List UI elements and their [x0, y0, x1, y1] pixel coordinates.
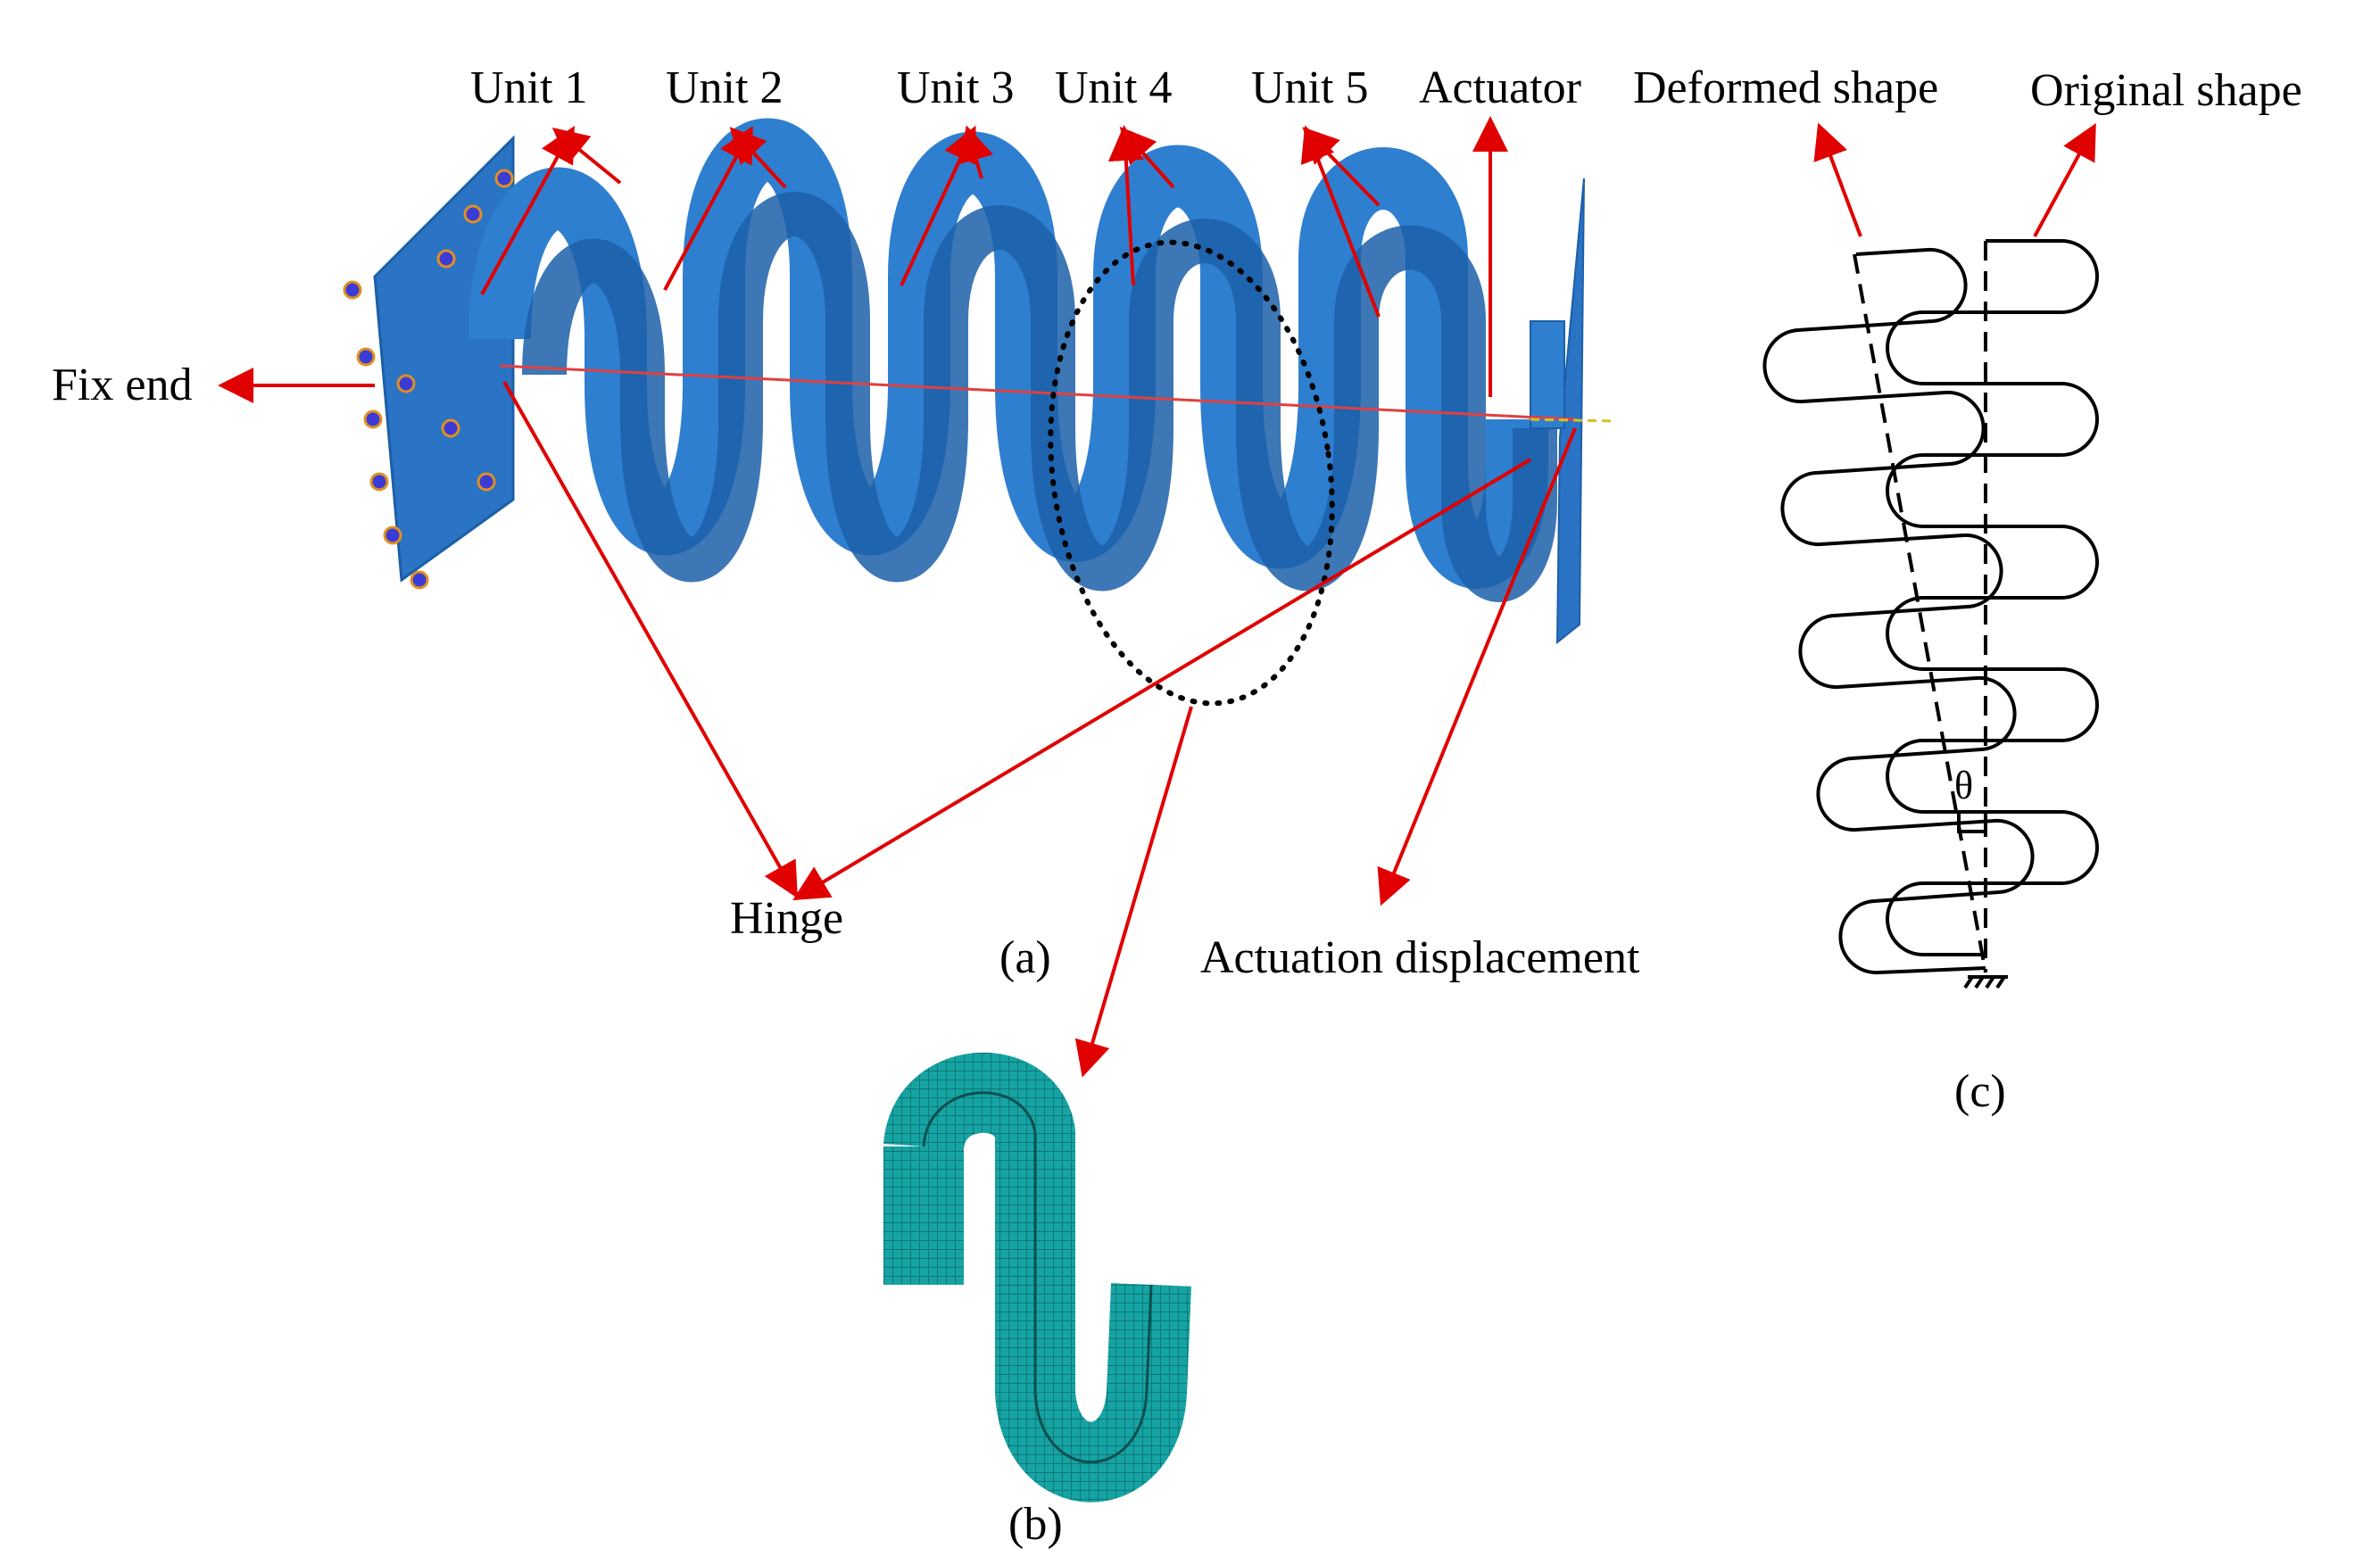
angle-marker — [1957, 810, 1987, 833]
label-actuation-displacement: Actuation displacement — [1200, 932, 1640, 983]
actuator-plate — [1555, 178, 1585, 645]
mesh-ribbon-outline — [922, 1091, 1153, 1464]
fixed-plate — [373, 135, 515, 583]
label-fix-end: Fix end — [52, 360, 192, 410]
deformed-axis-line — [1853, 253, 1987, 973]
label-unit-2: Unit 2 — [666, 62, 783, 113]
deformed-shape-outline — [1762, 247, 2035, 975]
annotation-arrows — [218, 116, 2096, 1078]
label-unit-3: Unit 3 — [897, 62, 1014, 113]
label-original-shape: Original shape — [2030, 65, 2302, 116]
panel-label-b: (b) — [1008, 1499, 1063, 1550]
label-hinge: Hinge — [730, 893, 843, 944]
label-unit-4: Unit 4 — [1055, 62, 1172, 113]
actuator-block — [1530, 320, 1565, 429]
panel-b-mesh-unit — [883, 1052, 1191, 1502]
original-shape-outline — [1886, 239, 2099, 956]
label-deformed-shape: Deformed shape — [1633, 62, 1938, 113]
panel-c-schematic — [1762, 239, 2099, 989]
panel-label-c: (c) — [1954, 1066, 2006, 1117]
label-unit-5: Unit 5 — [1251, 62, 1368, 113]
label-theta: θ — [1954, 764, 1973, 807]
label-actuator: Actuator — [1419, 62, 1581, 113]
hinge-axis-line — [499, 364, 1576, 421]
boundary-condition-markers — [343, 169, 514, 590]
label-unit-1: Unit 1 — [470, 62, 587, 113]
ground-hatch — [1963, 975, 2006, 989]
unit4-highlight-ellipse — [1048, 239, 1335, 707]
panel-label-a: (a) — [999, 932, 1051, 983]
panel-a-model — [343, 118, 1616, 645]
corrugated-ribbon-front — [522, 192, 1557, 602]
